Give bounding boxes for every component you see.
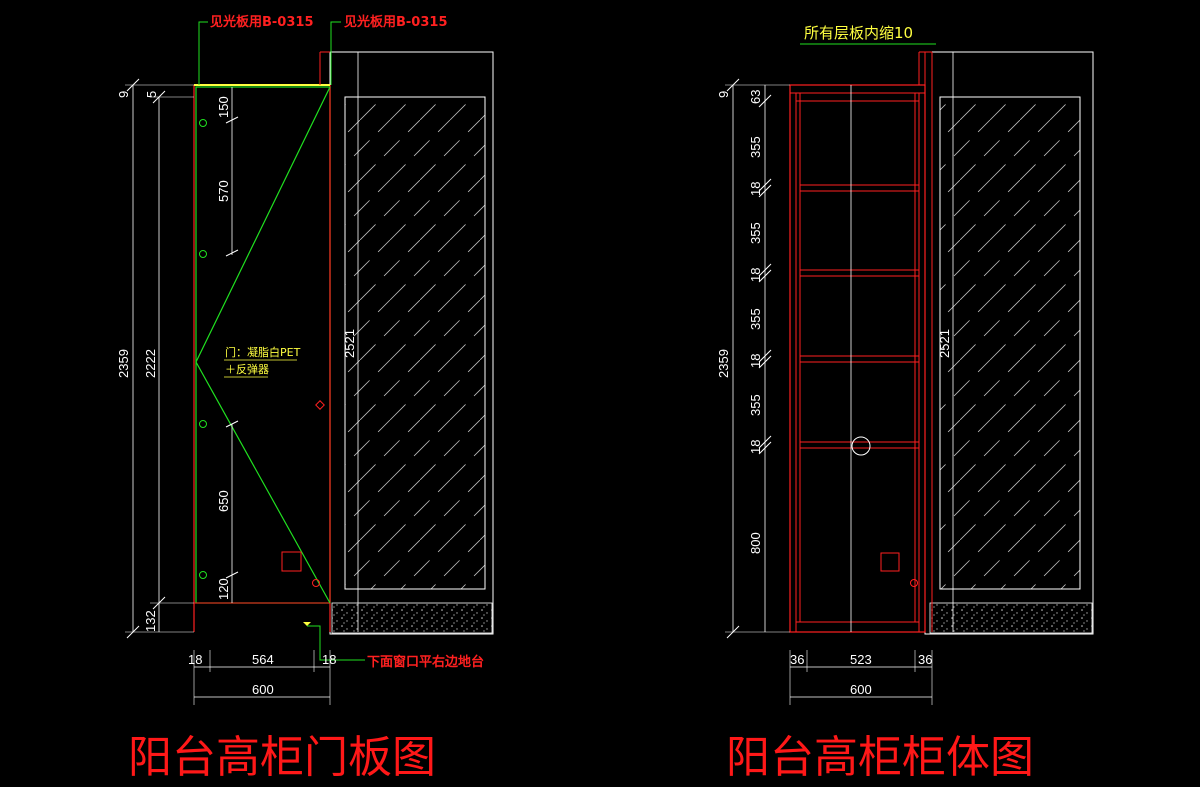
drain-hole-icon	[851, 436, 871, 456]
dim-63: 63	[748, 90, 763, 104]
dim-570: 570	[216, 180, 231, 202]
left-floor-platform	[331, 602, 493, 634]
left-window-hatch	[344, 96, 486, 590]
dim-9: 9	[716, 91, 731, 98]
rebound-device-symbol	[281, 551, 302, 572]
dim-150: 150	[216, 96, 231, 118]
dim-564: 564	[252, 652, 274, 667]
dim-650: 650	[216, 490, 231, 512]
dim-2222: 2222	[143, 349, 158, 378]
dim-18: 18	[748, 182, 763, 196]
dim-5: 5	[144, 91, 159, 98]
dim-120: 120	[216, 578, 231, 600]
dim-18: 18	[748, 268, 763, 282]
door-swing-lines	[195, 86, 331, 604]
dim-18: 18	[748, 354, 763, 368]
right-cabinet-body-drawing	[725, 43, 1094, 705]
dim-36-left: 36	[790, 652, 804, 667]
dim-18-left: 18	[188, 652, 202, 667]
shelves	[800, 184, 919, 449]
dim-18: 18	[748, 440, 763, 454]
hinge-icon	[199, 420, 207, 428]
hinge-icon	[199, 571, 207, 579]
dim-36-right: 36	[918, 652, 932, 667]
dim-355: 355	[748, 394, 763, 416]
dim-18-right: 18	[322, 652, 336, 667]
dim-2359: 2359	[716, 349, 731, 378]
hinge-icon	[199, 250, 207, 258]
dim-600: 600	[850, 682, 872, 697]
note-visible-panel-left: 见光板用B-0315	[210, 14, 314, 30]
dim-9: 9	[116, 91, 131, 98]
dim-355: 355	[748, 308, 763, 330]
note-visible-panel-right: 见光板用B-0315	[344, 14, 448, 30]
left-drawing-title: 阳台高柜门板图	[128, 732, 436, 783]
dim-2521: 2521	[937, 329, 952, 358]
right-drawing-title: 阳台高柜柜体图	[726, 732, 1034, 783]
door-hardware-note: ＋反弹器	[225, 362, 269, 376]
dim-800: 800	[748, 532, 763, 554]
right-window-hatch	[939, 96, 1081, 590]
dim-523: 523	[850, 652, 872, 667]
left-door-panel-drawing	[125, 21, 494, 705]
dim-2521: 2521	[342, 329, 357, 358]
hinge-icon	[199, 119, 207, 127]
right-floor-platform	[929, 602, 1093, 634]
bottom-window-note: 下面窗口平右边地台	[367, 654, 484, 670]
dim-132: 132	[143, 610, 158, 632]
dim-355: 355	[748, 136, 763, 158]
shelf-inset-note: 所有层板内缩10	[804, 24, 913, 42]
dim-2359: 2359	[116, 349, 131, 378]
dim-355: 355	[748, 222, 763, 244]
left-door-outline	[195, 86, 331, 604]
dim-600: 600	[252, 682, 274, 697]
door-material-note: 门：凝脂白PET	[225, 345, 301, 359]
